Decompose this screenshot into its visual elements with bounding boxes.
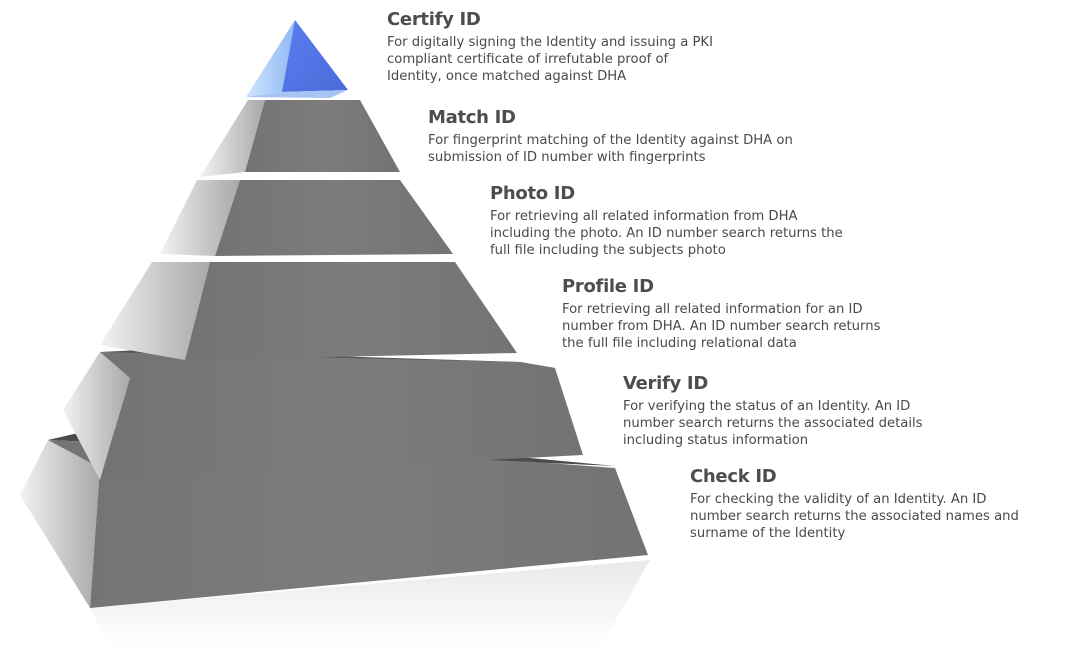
pyramid-diagram [20,20,650,648]
tier-title: Match ID [428,107,516,128]
tier-profile-id [100,262,517,360]
floor-shadow [90,560,650,648]
tier-title: Certify ID [387,9,481,30]
tier-title: Profile ID [562,276,654,297]
tier-label-photo-id: Photo ID For retrieving all related info… [490,183,843,259]
tier-photo-id [160,180,453,256]
tier-title: Verify ID [623,373,708,394]
tier-label-match-id: Match ID For fingerprint matching of the… [428,107,793,166]
tier-description: For retrieving all related information f… [562,302,881,351]
tier-label-verify-id: Verify ID For verifying the status of an… [623,373,923,449]
tier-certify-id [246,20,348,98]
tier-description: For digitally signing the Identity and i… [387,35,713,84]
tier-label-check-id: Check ID For checking the validity of an… [690,466,1019,542]
tier-description: For fingerprint matching of the Identity… [428,133,793,165]
tier-label-certify-id: Certify ID For digitally signing the Ide… [387,9,713,85]
tier-description: For verifying the status of an Identity.… [623,399,923,448]
tier-label-profile-id: Profile ID For retrieving all related in… [562,276,880,352]
tier-match-id [200,100,400,177]
tier-title: Photo ID [490,183,575,204]
tier-title: Check ID [690,466,777,487]
tier-description: For retrieving all related information f… [490,209,843,258]
tier-description: For checking the validity of an Identity… [690,492,1019,541]
